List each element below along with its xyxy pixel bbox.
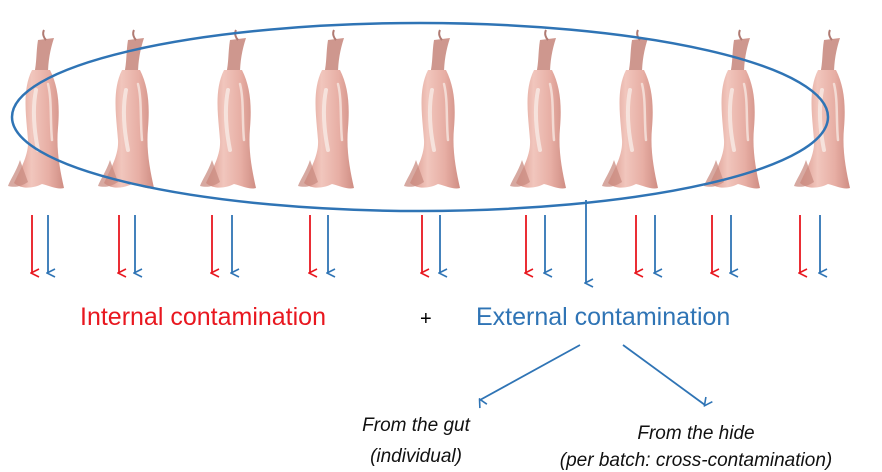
carcass-icon: [704, 30, 760, 189]
carcass-icon: [794, 30, 850, 189]
carcass-icon: [200, 30, 256, 189]
carcass-icon: [98, 30, 154, 189]
carcass-icon: [298, 30, 354, 189]
external-contamination-label: External contamination: [476, 305, 730, 330]
hide-branch-arrow: [623, 345, 705, 405]
gut-branch-arrow: [480, 345, 580, 400]
gut-source-label: From the gut: [356, 416, 476, 435]
hide-source-sublabel: (per batch: cross-contamination): [520, 451, 872, 470]
carcass-icon: [510, 30, 566, 189]
carcass-icon: [602, 30, 658, 189]
plus-sign: +: [420, 309, 432, 329]
hide-source-label: From the hide: [596, 424, 796, 443]
contamination-arrow-row: [32, 215, 820, 273]
carcass-icon: [8, 30, 64, 189]
gut-source-sublabel: (individual): [356, 447, 476, 466]
carcass-icon: [404, 30, 460, 189]
internal-contamination-label: Internal contamination: [80, 305, 326, 330]
